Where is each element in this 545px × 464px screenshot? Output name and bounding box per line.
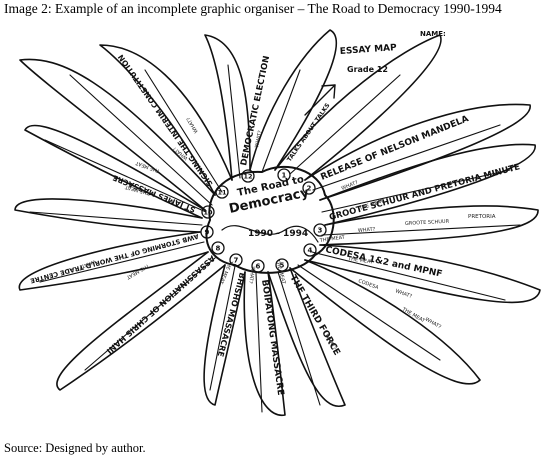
topic-number-7: 7 (234, 257, 239, 265)
sub-the-meat-2: THE MEAT (318, 234, 346, 244)
sub-what-7: WHAT? (78, 258, 97, 270)
topic-number-10: 10 (204, 209, 214, 217)
figure-caption: Image 2: Example of an incomplete graphi… (4, 1, 502, 16)
graphic-organiser-diagram: The Road to Democracy 1990 - 1994 ESSAY … (14, 29, 541, 416)
sub-the-meat-4: THE MEAT (400, 306, 426, 325)
sub-what-2: WHAT? (358, 226, 376, 234)
topic-number-5: 5 (280, 262, 285, 270)
sub-the-meat-3: THE MEAT (347, 256, 375, 266)
topic-label-9: AWB STORMING OF THE WORLD TRADE CENTRE (29, 232, 199, 285)
sub-pretoria: PRETORIA (468, 214, 496, 220)
grade-label: Grade 12 (347, 65, 388, 74)
topic-label-8: ASSASSINATION OF CHRIS HANI (105, 254, 217, 356)
topic-number-1: 1 (282, 172, 287, 180)
essay-map-label: ESSAY MAP (340, 43, 398, 57)
figure-source: Source: Designed by author. (4, 441, 146, 455)
sub-what-3: WHAT? (394, 288, 413, 300)
center-years: 1990 - 1994 (248, 229, 308, 239)
topic-number-4: 4 (308, 247, 313, 255)
sub-what-6: WHAT? (247, 266, 256, 285)
name-label: NAME: (420, 30, 446, 38)
topic-number-2: 2 (307, 185, 312, 193)
topic-number-3: 3 (318, 227, 323, 235)
topic-number-6: 6 (256, 263, 261, 271)
arrow-icon (304, 84, 336, 116)
central-hub: The Road to Democracy 1990 - 1994 (205, 165, 335, 274)
topic-number-9: 9 (205, 229, 210, 237)
topic-number-circles: 1 2 3 4 5 6 7 8 9 10 11 12 (200, 168, 327, 273)
topic-label-6: BOIPATONG MASSACRE (259, 279, 285, 396)
spoke-lines (29, 64, 521, 413)
sub-groote-schuur: GROOTE SCHUUR (405, 219, 450, 227)
topic-number-12: 12 (244, 173, 253, 181)
sub-what-10: WHAT? (186, 116, 200, 134)
sub-what-9: WHAT? (254, 130, 264, 149)
sub-codesa: CODESA (357, 278, 379, 291)
topic-number-11: 11 (218, 189, 228, 197)
sub-the-meat-7: THE MEAT (124, 262, 150, 281)
petal-outlines (14, 29, 541, 416)
topic-number-8: 8 (216, 245, 221, 253)
